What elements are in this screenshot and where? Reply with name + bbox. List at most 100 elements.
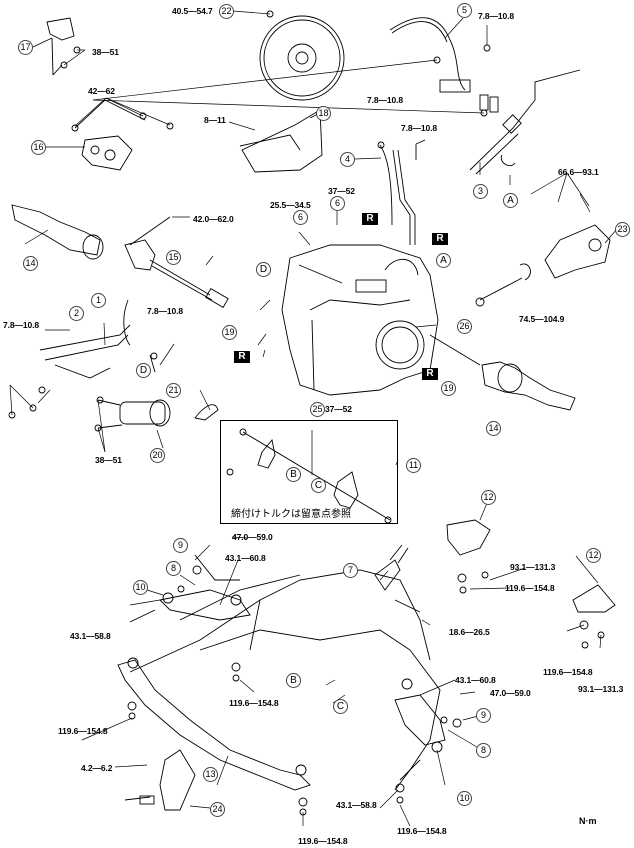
torque-label-13-d: 119.6—154.8 xyxy=(298,836,348,846)
torque-label-9-right: 47.0—59.0 xyxy=(490,688,531,698)
callout-26: 26 xyxy=(457,319,472,334)
callout-6-a: 6 xyxy=(293,210,308,225)
mount-12-upper xyxy=(446,519,491,594)
harness-5 xyxy=(389,17,499,117)
callout-10-right: 10 xyxy=(457,791,472,806)
torque-label-12-d: 93.1—131.3 xyxy=(578,684,624,694)
torque-label-5a: 7.8—10.8 xyxy=(478,11,515,21)
callout-12-a: 12 xyxy=(481,490,496,505)
transmission-26 xyxy=(281,244,439,396)
torque-label-22: 40.5—54.7 xyxy=(172,6,213,16)
torque-label-6a: 25.5—34.5 xyxy=(270,200,311,210)
callout-25: 25 xyxy=(310,402,325,417)
bracket-17 xyxy=(46,17,81,76)
callout-14-left: 14 xyxy=(23,256,38,271)
torque-label-17: 38—51 xyxy=(92,47,119,57)
mount-12-lower xyxy=(572,584,616,649)
starter-20 xyxy=(94,396,171,432)
callout-1: 1 xyxy=(91,293,106,308)
lower-arm-left xyxy=(129,554,251,623)
callout-14-right: 14 xyxy=(486,421,501,436)
replace-badge-right: R xyxy=(422,368,438,380)
shift-cable-3 xyxy=(469,69,581,175)
callout-13: 13 xyxy=(203,767,218,782)
torque-label-10-left: 43.1—58.8 xyxy=(70,631,111,641)
torque-label-2: 7.8—10.8 xyxy=(3,320,40,330)
callout-24: 24 xyxy=(210,802,225,817)
torque-label-7: 18.6—26.5 xyxy=(449,627,490,637)
replace-badge-tube: R xyxy=(432,233,448,245)
torque-label-4: 7.8—10.8 xyxy=(401,123,438,133)
torque-label-13-b: 119.6—154.8 xyxy=(58,726,108,736)
callout-8-right: 8 xyxy=(476,743,491,758)
torque-label-mount: 74.5—104.9 xyxy=(519,314,565,324)
ref-letter-c-inset: C xyxy=(311,478,326,493)
callout-7: 7 xyxy=(343,563,358,578)
torque-label-6b: 37—52 xyxy=(328,186,355,196)
drive-shaft-left-14 xyxy=(11,204,104,260)
ref-letter-d-pipe: D xyxy=(136,363,151,378)
bracket-inset-frame xyxy=(220,420,398,524)
ref-letter-a-top: A xyxy=(503,193,518,208)
callout-23: 23 xyxy=(615,222,630,237)
leader-lines xyxy=(9,10,618,827)
callout-19-b: 19 xyxy=(441,381,456,396)
ref-letter-a-trans: A xyxy=(436,253,451,268)
replace-badge-oring: R xyxy=(362,213,378,225)
ref-letter-c-frame: C xyxy=(333,699,348,714)
callout-9-right: 9 xyxy=(476,708,491,723)
torque-label-8-right: 43.1—60.8 xyxy=(455,675,496,685)
callout-9-left: 9 xyxy=(173,538,188,553)
cover-21 xyxy=(194,404,219,421)
torque-label-12-b: 119.6—154.8 xyxy=(505,583,555,593)
bracket-16 xyxy=(71,99,174,171)
drive-plate xyxy=(259,10,345,101)
torque-label-5b: 7.8—10.8 xyxy=(367,95,404,105)
ref-letter-d-trans: D xyxy=(256,262,271,277)
torque-label-1: 7.8—10.8 xyxy=(147,306,184,316)
drive-shaft-right-14 xyxy=(429,334,576,411)
torque-label-23: 66.6—93.1 xyxy=(558,167,599,177)
torque-label-13-c: 119.6—154.8 xyxy=(397,826,447,836)
engine-mount-23 xyxy=(475,224,611,307)
callout-2: 2 xyxy=(69,306,84,321)
torque-label-9-left: 47.0—59.0 xyxy=(232,532,273,542)
callout-8-left: 8 xyxy=(166,561,181,576)
callout-19-a: 19 xyxy=(222,325,237,340)
torque-label-16: 42—62 xyxy=(88,86,115,96)
dipstick-tube-4 xyxy=(377,141,417,245)
inset-brackets xyxy=(226,428,392,524)
callout-10-left: 10 xyxy=(133,580,148,595)
callout-4: 4 xyxy=(340,152,355,167)
torque-label-13-a: 119.6—154.8 xyxy=(229,698,279,708)
callout-15: 15 xyxy=(166,250,181,265)
callout-5: 5 xyxy=(457,3,472,18)
intermediate-shaft-15 xyxy=(124,216,229,308)
torque-label-12-c: 119.6—154.8 xyxy=(543,667,593,677)
sensor-bracket-24 xyxy=(124,749,196,811)
torque-unit: N·m xyxy=(579,816,597,826)
oil-cooler-pipes xyxy=(8,299,158,419)
ref-letter-b-frame: B xyxy=(286,673,301,688)
callout-22: 22 xyxy=(219,4,234,19)
torque-label-10-right: 43.1—58.8 xyxy=(336,800,377,810)
torque-label-12-a: 93.1—131.3 xyxy=(510,562,556,572)
torque-label-20: 38—51 xyxy=(95,455,122,465)
callout-11: 11 xyxy=(406,458,421,473)
torque-label-8-left: 43.1—60.8 xyxy=(225,553,266,563)
replace-badge-left: R xyxy=(234,351,250,363)
callout-16: 16 xyxy=(31,140,46,155)
ref-letter-b-inset: B xyxy=(286,467,301,482)
callout-20: 20 xyxy=(150,448,165,463)
torque-label-25: 37—52 xyxy=(325,404,352,414)
torque-label-18: 8—11 xyxy=(204,115,226,125)
subframe-13 xyxy=(117,569,441,816)
torque-label-15: 42.0—62.0 xyxy=(193,214,234,224)
callout-17: 17 xyxy=(18,40,33,55)
torque-label-24: 4.2—6.2 xyxy=(81,763,113,773)
heat-shield-18 xyxy=(239,109,323,173)
callout-21: 21 xyxy=(166,383,181,398)
callout-18: 18 xyxy=(316,106,331,121)
inset-note: 締付けトルクは留意点参照 xyxy=(231,509,351,520)
